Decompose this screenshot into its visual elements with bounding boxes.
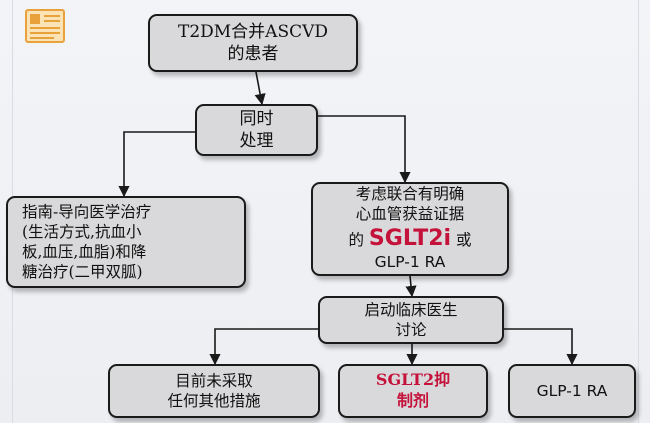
node-no-other-line: 任何其他措施 [167,392,261,410]
arrow-to-glp1 [504,328,578,366]
node-consider-line: GLP-1 RA [374,252,446,271]
arrow-patient-to-simultaneous [254,71,266,106]
consider-suffix: 或 [456,230,472,249]
node-consider-line: 考虑联合有明确 [355,185,465,204]
node-guideline: 指南-导向医学治疗 (生活方式,抗血小 板,血压,血脂)和降 糖治疗(二甲双胍) [6,196,246,288]
node-consult-line: 启动临床医生 [364,300,458,319]
arrow-to-consult [405,275,417,298]
document-icon [25,9,65,43]
node-glp1-line: GLP-1 RA [536,381,608,400]
node-patient-line: 的患者 [227,44,279,64]
node-sglt2-line: 制剂 [396,391,429,410]
node-guideline-line: 糖治疗(二甲双胍) [22,263,143,282]
node-sglt2: SGLT2抑 制剂 [338,364,488,418]
node-glp1: GLP-1 RA [508,364,636,418]
node-consult-line: 讨论 [395,321,427,339]
node-sglt2-line: SGLT2抑 [375,370,451,390]
node-consider-line: 心血管获益证据 [355,205,465,223]
node-simultaneous-line: 处理 [239,131,274,151]
node-consider: 考虑联合有明确 心血管获益证据 的 SGLT2i 或 GLP-1 RA [311,182,509,276]
node-consult: 启动临床医生 讨论 [318,296,504,344]
node-guideline-line: 板,血压,血脂)和降 [22,243,147,261]
arrow-to-no-other [209,328,318,366]
node-guideline-line: (生活方式,抗血小 [22,222,142,241]
decorative-line [638,0,639,423]
consider-prefix: 的 [348,230,364,249]
arrow-to-guideline [118,131,195,198]
node-patient: T2DM合并ASCVD 的患者 [148,14,358,72]
node-no-other: 目前未采取 任何其他措施 [108,364,320,418]
sglt2i-highlight: SGLT2i [368,225,452,251]
arrow-to-consider [318,115,411,184]
node-simultaneous: 同时 处理 [195,104,318,156]
node-simultaneous-line: 同时 [239,108,274,129]
node-patient-line: T2DM合并ASCVD [177,21,329,42]
node-guideline-line: 指南-导向医学治疗 [22,202,152,221]
node-consider-line-sglt2i: 的 SGLT2i 或 [348,225,471,253]
node-no-other-line: 目前未采取 [175,371,253,390]
